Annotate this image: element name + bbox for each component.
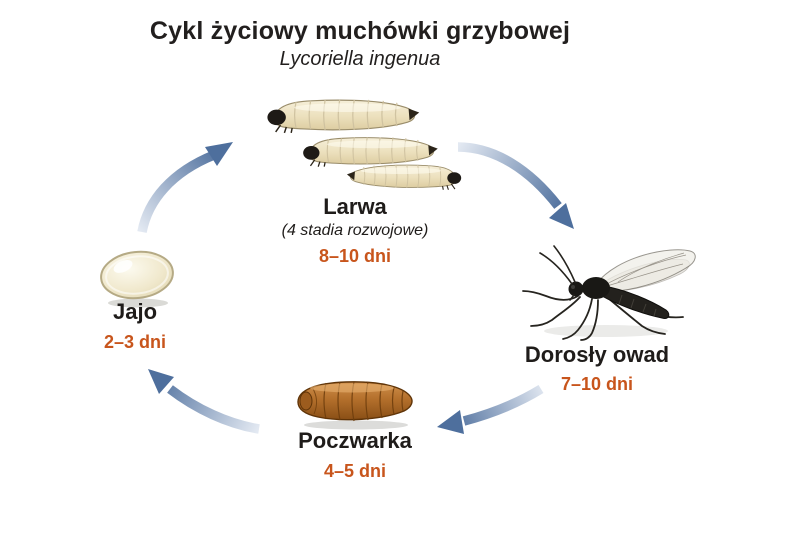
stage-block-pupa: Poczwarka 4–5 dni (255, 429, 455, 482)
stage-block-egg: Jajo 2–3 dni (60, 300, 210, 353)
stage-label-pupa: Poczwarka (298, 428, 412, 453)
stage-label-adult: Dorosły owad (524, 342, 670, 367)
stage-note-larva: (4 stadia rozwojowe) (281, 222, 429, 239)
stage-label-larva: Larwa (323, 194, 387, 219)
stage-duration-adult: 7–10 dni (560, 374, 634, 394)
stage-duration-larva: 8–10 dni (318, 246, 392, 266)
egg-illustration (100, 250, 174, 308)
stage-block-larva: Larwa (4 stadia rozwojowe) 8–10 dni (255, 195, 455, 267)
stage-block-adult: Dorosły owad 7–10 dni (497, 343, 697, 395)
arrow-larva-to-adult (457, 142, 574, 229)
stage-duration-pupa: 4–5 dni (323, 461, 387, 481)
diagram-subtitle: Lycoriella ingenua (279, 48, 441, 70)
arrow-egg-to-larva (137, 142, 233, 234)
arrow-pupa-to-egg (148, 369, 260, 434)
diagram-title: Cykl życiowy muchówki grzybowej (149, 17, 571, 45)
stage-label-egg: Jajo (112, 299, 158, 324)
arrow-adult-to-pupa (437, 384, 544, 434)
stage-duration-egg: 2–3 dni (103, 332, 167, 352)
larvae-illustration (266, 99, 462, 191)
adult-fly-illustration (522, 245, 696, 341)
pupa-illustration (297, 381, 413, 430)
title-block: Cykl życiowy muchówki grzybowej Lycoriel… (0, 16, 720, 72)
